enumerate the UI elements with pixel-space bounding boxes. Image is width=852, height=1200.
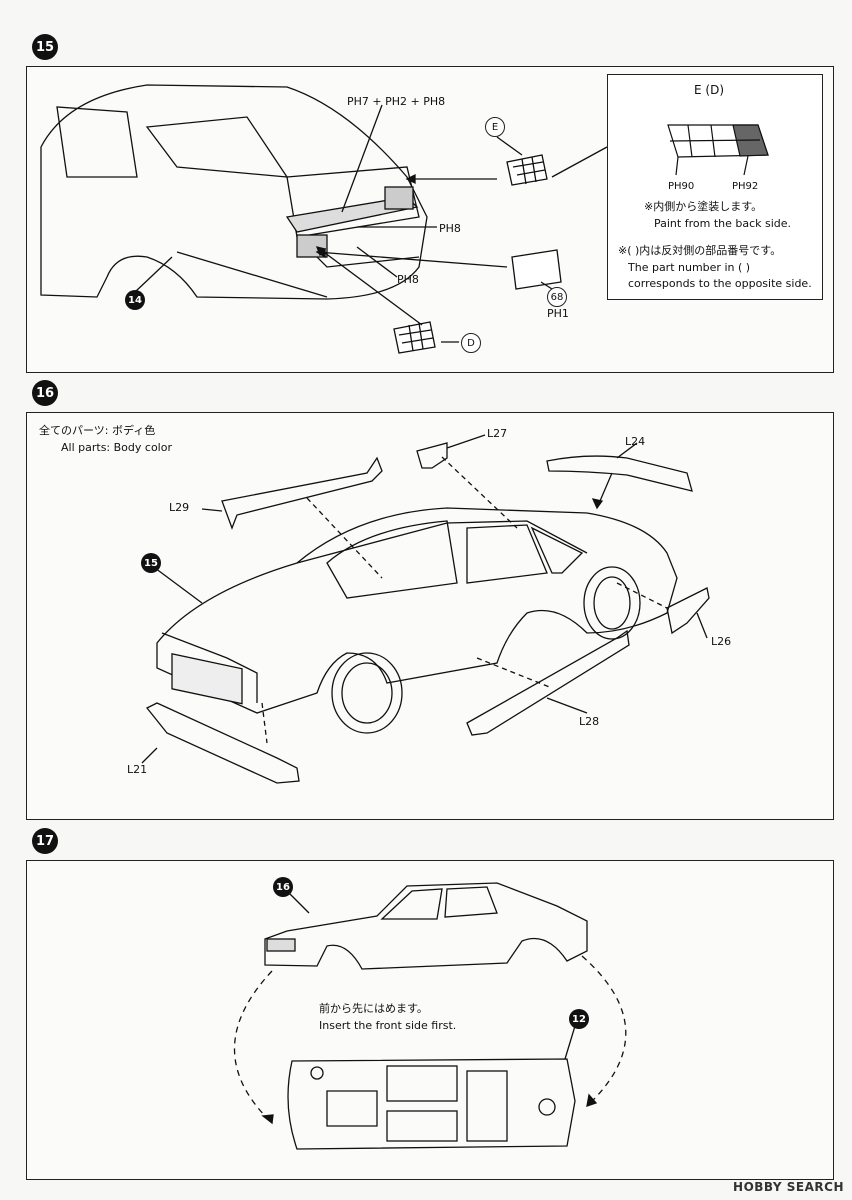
- callout-note1-en: Paint from the back side.: [654, 217, 792, 230]
- callout-paint-right: PH92: [732, 181, 759, 192]
- part-12-marker: 12: [569, 1009, 589, 1029]
- part-68-marker: 68: [547, 287, 567, 307]
- step-15-panel: PH7 + PH2 + PH8 PH8 PH8 E D 68 PH1 14 E …: [26, 66, 834, 373]
- callout-note1-jp: ※内側から塗装します。: [644, 200, 763, 213]
- paint-formula-label: PH7 + PH2 + PH8: [347, 95, 446, 108]
- lens-paint-callout: E (D) PH90 PH92 ※内側から塗装します。 Paint from t…: [607, 74, 823, 300]
- step-16-badge: 16: [32, 380, 58, 406]
- paint-ph1-label: PH1: [547, 307, 569, 320]
- callout-note2-en-2: corresponds to the opposite side.: [628, 277, 812, 290]
- part-l28-label: L28: [579, 715, 600, 728]
- step-17-badge: 17: [32, 828, 58, 854]
- step-17-note-en: Insert the front side first.: [319, 1019, 457, 1032]
- paint-ph8-label-a: PH8: [439, 222, 461, 235]
- paint-ph8-label-b: PH8: [397, 273, 419, 286]
- part-e-marker: E: [485, 117, 505, 137]
- part-l27-label: L27: [487, 427, 508, 440]
- lens-grid-diagram: [667, 124, 769, 176]
- step-17-body-chassis-illustration: [233, 882, 627, 1150]
- part-16-marker: 16: [273, 877, 293, 897]
- callout-paint-left: PH90: [668, 181, 695, 192]
- part-l26-label: L26: [711, 635, 732, 648]
- callout-note2-jp: ※( )内は反対側の部品番号です。: [618, 244, 782, 257]
- step-15-badge: 15: [32, 34, 58, 60]
- part-l29-label: L29: [169, 501, 190, 514]
- part-l21-label: L21: [127, 763, 148, 776]
- part-l24-label: L24: [625, 435, 646, 448]
- part-14-marker: 14: [125, 290, 145, 310]
- hobby-search-watermark: HOBBY SEARCH: [733, 1180, 844, 1194]
- callout-header: E (D): [694, 83, 724, 97]
- step-16-note-en: All parts: Body color: [61, 441, 172, 454]
- step-16-car-aero-illustration: [141, 434, 710, 784]
- callout-note2-en-1: The part number in ( ): [628, 261, 751, 274]
- part-15-marker: 15: [141, 553, 161, 573]
- step-16-note-jp: 全てのパーツ: ボディ色: [39, 424, 156, 437]
- step-15-car-rear-illustration: [40, 84, 608, 354]
- step-17-panel: 16 12 前から先にはめます。 Insert the front side f…: [26, 860, 834, 1180]
- part-d-marker: D: [461, 333, 481, 353]
- step-16-panel: 全てのパーツ: ボディ色 All parts: Body color: [26, 412, 834, 820]
- step-17-note-jp: 前から先にはめます。: [319, 1002, 428, 1015]
